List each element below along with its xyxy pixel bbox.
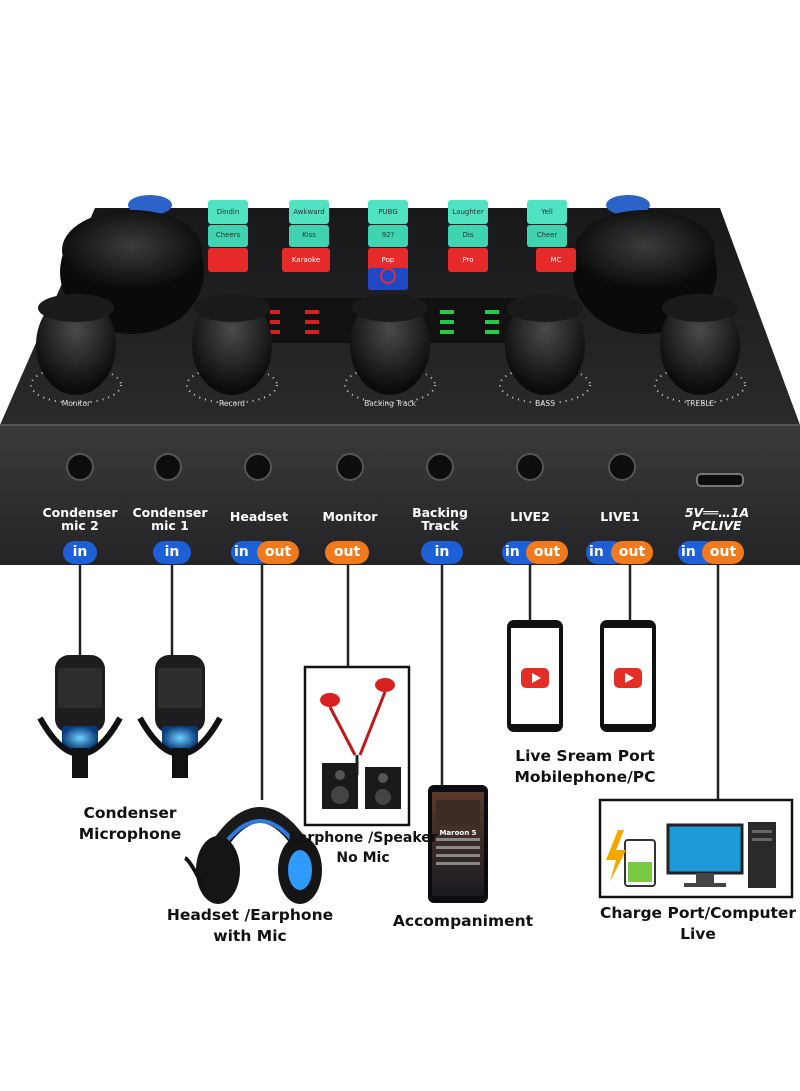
effect-button-label: MC [550, 256, 562, 264]
small-knobs [30, 294, 746, 404]
effect-button-label: Laughter [452, 208, 484, 216]
port-label-live2: LIVE2 [485, 510, 575, 523]
port-label-headset: Headset [214, 510, 304, 523]
effect-button-label: Cheer [536, 231, 558, 239]
caption-charge-line1: Charge Port/Computer [599, 904, 797, 922]
port-label-backing-track: Backing Track [395, 506, 485, 532]
caption-charge-line2: Live [680, 925, 716, 943]
tag-in: in [153, 541, 191, 564]
effect-button-label: Pro [462, 256, 474, 264]
caption-headset-line1: Headset /Earphone [166, 906, 334, 924]
caption-earphone-line2: No Mic [336, 850, 390, 866]
knob-label-record: Record [219, 399, 245, 408]
port-label-text: Monitor [322, 509, 378, 524]
effect-button-label: Kiss [302, 231, 316, 239]
port-label-text: 5V══…1A PCLIVE [684, 505, 750, 533]
effect-buttons [208, 200, 576, 290]
caption-condenser-microphone: Condenser Microphone [78, 804, 182, 843]
caption-headset-line2: with Mic [213, 927, 287, 945]
tag-out: out [257, 541, 299, 564]
live-phone-1 [507, 620, 563, 732]
effect-button-label: Yell [541, 208, 553, 216]
effect-button-label: 92? [381, 231, 395, 239]
tag-in: in [421, 541, 463, 564]
port-label-text: Condenser mic 2 [42, 505, 118, 533]
audio-mixer-device [0, 195, 800, 565]
condenser-microphone-1 [37, 655, 123, 778]
effect-button-label: Cheers [215, 231, 241, 239]
port-label-text: LIVE1 [600, 509, 640, 524]
port-label-condenser-mic-1: Condenser mic 1 [125, 506, 215, 532]
effect-button-label: Pop [381, 256, 395, 264]
port-label-text: Condenser mic 1 [132, 505, 208, 533]
port-label-text: Headset [229, 509, 289, 524]
effect-button-label: Karaoke [291, 256, 321, 264]
condenser-microphone-2 [137, 655, 223, 778]
knob-label-treble: TREBLE [685, 399, 715, 408]
port-label-condenser-mic-2: Condenser mic 2 [35, 506, 125, 532]
music-phone [428, 785, 488, 903]
effect-button-label: Awkward [293, 208, 325, 216]
audio-jacks [66, 453, 744, 487]
port-label-live1: LIVE1 [575, 510, 665, 523]
port-label-text: LIVE2 [510, 509, 550, 524]
port-label-monitor: Monitor [305, 510, 395, 523]
port-label-text: Backing Track [412, 505, 468, 533]
port-label-pclive: 5V══…1A PCLIVE [672, 506, 762, 532]
live-phone-2 [600, 620, 656, 732]
caption-live-line2: Mobilephone/PC [514, 768, 656, 786]
effect-button-label: PUBG [378, 208, 398, 216]
effect-button-label: Dis [462, 231, 474, 239]
caption-accompaniment: Accompaniment [392, 912, 534, 930]
tag-out: out [611, 541, 653, 564]
knob-label-bass: BASS [535, 399, 555, 408]
tag-out: out [325, 541, 369, 564]
knob-label-backing-track: Backing Track [364, 399, 416, 408]
cables [78, 565, 720, 800]
knob-label-monitor: Monitor [61, 399, 91, 408]
tag-out: out [702, 541, 744, 564]
caption-live-line1: Live Sream Port [515, 747, 655, 765]
computer-charge-box [598, 798, 794, 899]
gaming-headset [183, 807, 322, 904]
tag-out: out [526, 541, 568, 564]
caption-earphone-line1: Earphone /Speaker [288, 830, 438, 846]
phone-screen-title: Maroon 5 [439, 829, 477, 837]
earphone-speaker-box [303, 665, 411, 827]
tag-in: in [63, 541, 97, 564]
effect-button-label: Dindin [216, 208, 240, 216]
